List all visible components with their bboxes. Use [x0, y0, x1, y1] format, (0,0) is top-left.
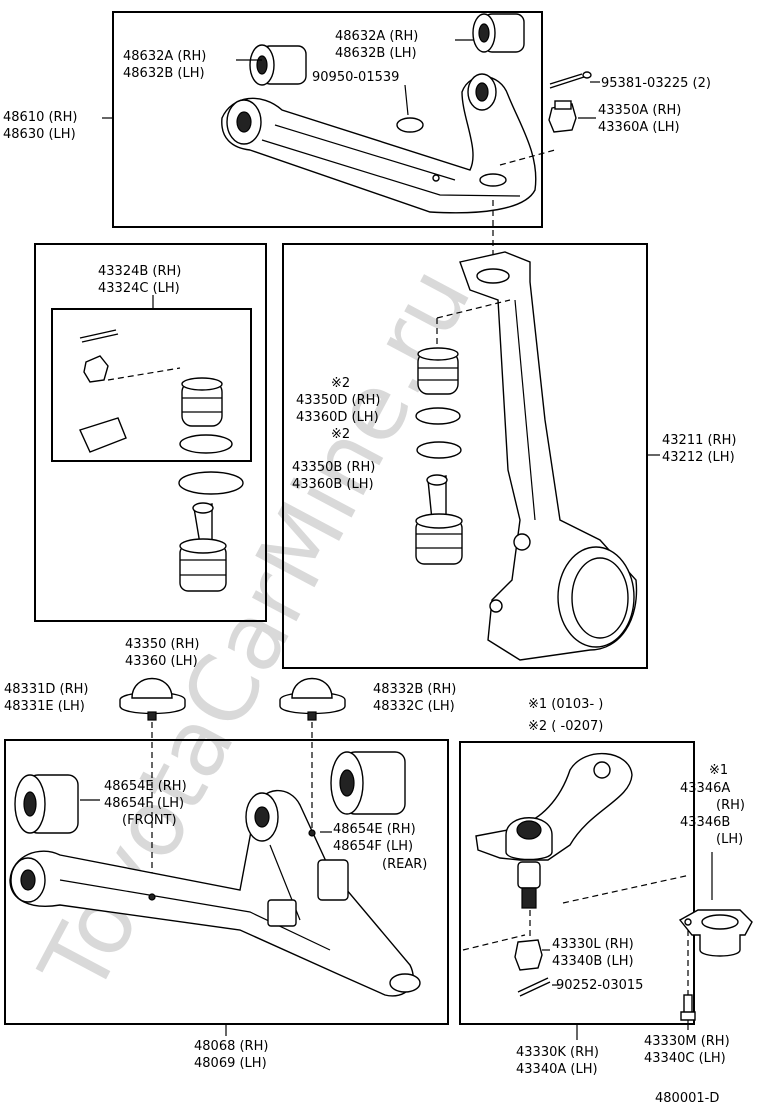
knuckle-ring-b-icon — [416, 441, 462, 459]
upper-ball-joint-label-rh: 43350 (RH) — [125, 637, 199, 652]
bump-stopper-left-icon — [119, 677, 186, 721]
cover-label-rh: 43346A — [680, 781, 730, 796]
steering-knuckle-icon — [459, 251, 638, 661]
knuckle-boot-icon — [417, 347, 459, 395]
plug-leader — [404, 84, 409, 116]
cover-label-lh: 43346B — [680, 815, 730, 830]
kit-label-lh: 43324C (LH) — [98, 281, 180, 296]
illustration-code: 480001-D — [655, 1091, 719, 1106]
cover-label-rh-suffix: (RH) — [716, 798, 745, 813]
upper-bushing-left-icon — [249, 44, 307, 86]
lower-nut-label-rh: 43330L (RH) — [552, 937, 634, 952]
stopper-right-label-lh: 48332C (LH) — [373, 699, 455, 714]
lower-bushing-rear-icon — [330, 751, 406, 815]
bushing-right-label-lh: 48632B (LH) — [335, 46, 417, 61]
plug-label: 90950-01539 — [312, 70, 399, 85]
lower-nut-label-lh: 43340B (LH) — [552, 954, 634, 969]
lower-ball-joint-icon — [475, 753, 633, 909]
lower-arm-label-rh: 48068 (RH) — [194, 1039, 268, 1054]
snap-ring-icon — [178, 471, 244, 495]
upper-nut-group: 95381-03225 (2) 43350A (RH) 43360A (LH) — [548, 71, 711, 135]
upper-ball-joint-label-lh: 43360 (LH) — [125, 654, 198, 669]
bolt-icon — [680, 994, 696, 1021]
upper-ball-joint-kit-group: 43324B (RH) 43324C (LH) 43350 (RH) 43360 — [34, 243, 267, 669]
bushing-rear-label-lh: 48654F (LH) — [333, 839, 413, 854]
lower-bushing-front-icon — [14, 774, 79, 834]
kit-cotter-pin-icon — [79, 329, 119, 343]
kit-nut-icon — [83, 355, 109, 383]
stopper-left-label-rh: 48331D (RH) — [4, 682, 88, 697]
upper-nut-label-lh: 43360A (LH) — [598, 120, 680, 135]
cover-label-lh-suffix: (LH) — [716, 832, 743, 847]
knuckle-ball-joint-icon — [415, 474, 463, 565]
knuckle-ring-d-icon — [415, 407, 461, 425]
upper-nut-label-rh: 43350A (RH) — [598, 103, 681, 118]
kit-inner-frame — [51, 308, 252, 462]
kit-outer-frame — [34, 243, 267, 622]
kit-boot-icon — [181, 377, 223, 427]
dust-cover-icon — [678, 909, 753, 957]
upper-arm-frame — [112, 11, 543, 228]
kit-ring-icon — [179, 434, 233, 454]
lower-arm-label-lh: 48069 (LH) — [194, 1056, 267, 1071]
plug-icon — [396, 117, 424, 133]
lower-arm-icon — [9, 789, 421, 997]
cover-note: ※1 — [709, 763, 728, 778]
upper-arm-label-rh: 48610 (RH) — [3, 110, 77, 125]
upper-arm-labels: 48632A (RH) 48632B (LH) 48632A (RH) 4863… — [3, 29, 418, 142]
upper-arm-group — [102, 11, 556, 228]
bushing-left-label-rh: 48632A (RH) — [123, 49, 206, 64]
lower-cotter-pin-icon — [517, 977, 551, 997]
bushing-front-label-pos: (FRONT) — [122, 813, 177, 828]
bushing-rear-label-pos: (REAR) — [382, 857, 427, 872]
lower-joint-label-rh: 43330K (RH) — [516, 1045, 599, 1060]
bolt-label-lh: 43340C (LH) — [644, 1051, 726, 1066]
stoppers-group: 48331D (RH) 48331E (LH) 48332B (RH) 4833… — [4, 677, 456, 900]
bump-stopper-right-icon — [279, 677, 346, 721]
stopper-right-label-rh: 48332B (RH) — [373, 682, 456, 697]
lower-cotter-pin-label: 90252-03015 — [556, 978, 643, 993]
upper-arm-icon — [221, 73, 537, 214]
kit-label-rh: 43324B (RH) — [98, 264, 181, 279]
lower-joint-label-lh: 43340A (LH) — [516, 1062, 598, 1077]
lower-castle-nut-icon — [514, 939, 543, 971]
bushing-left-label-lh: 48632B (LH) — [123, 66, 205, 81]
castle-nut-icon — [548, 100, 577, 133]
knuckle-ring-label-rh: 43350B (RH) — [292, 460, 375, 475]
knuckle-label-rh: 43211 (RH) — [662, 433, 736, 448]
upper-cotter-pin-label: 95381-03225 (2) — [601, 76, 711, 91]
knuckle-boot-label-lh: 43360D (LH) — [296, 410, 379, 425]
cotter-pin-icon — [549, 73, 585, 89]
knuckle-marker-b: ※2 — [331, 427, 350, 442]
knuckle-marker-d: ※2 — [331, 376, 350, 391]
note-2: ※2 ( -0207) — [528, 719, 603, 734]
note-1: ※1 (0103- ) — [528, 697, 603, 712]
kit-grease-pack-icon — [79, 417, 127, 453]
knuckle-frame — [282, 243, 648, 669]
knuckle-group: ※2 43350D (RH) 43360D (LH) ※2 43350B (RH… — [282, 200, 736, 669]
upper-bushing-right-icon — [472, 13, 525, 53]
lower-arm-group: 48654E (RH) 48654F (LH) (FRONT) 48654E (… — [4, 739, 449, 1071]
upper-arm-label-lh: 48630 (LH) — [3, 127, 76, 142]
knuckle-boot-label-rh: 43350D (RH) — [296, 393, 380, 408]
cover-group: ※1 43346A (RH) 43346B (LH) 43330M (RH) 4… — [644, 763, 753, 1066]
bolt-label-rh: 43330M (RH) — [644, 1034, 730, 1049]
bushing-rear-label-rh: 48654E (RH) — [333, 822, 416, 837]
stopper-left-label-lh: 48331E (LH) — [4, 699, 85, 714]
upper-ball-joint-icon — [179, 502, 227, 592]
knuckle-ring-label-lh: 43360B (LH) — [292, 477, 374, 492]
bushing-right-label-rh: 48632A (RH) — [335, 29, 418, 44]
knuckle-label-lh: 43212 (LH) — [662, 450, 735, 465]
bushing-front-label-lh: 48654F (LH) — [104, 796, 184, 811]
bushing-front-label-rh: 48654E (RH) — [104, 779, 187, 794]
lower-ball-joint-group: ※1 (0103- ) ※2 ( -0207) 43330L (RH) 4334… — [459, 697, 695, 1077]
